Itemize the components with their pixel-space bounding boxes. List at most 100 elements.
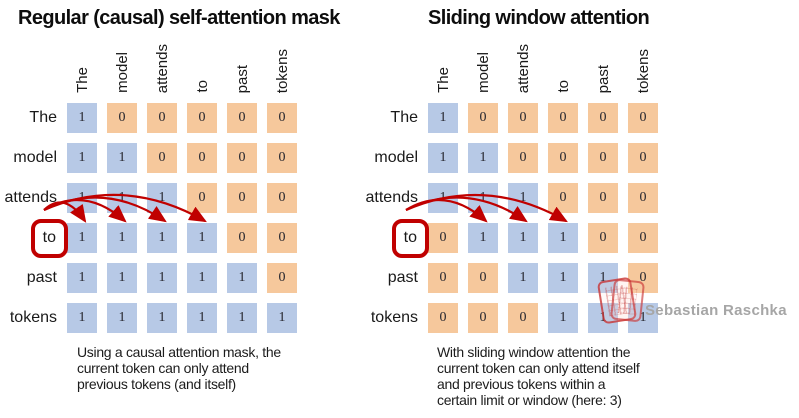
matrix-cell: 0 <box>267 223 297 253</box>
matrix-cell: 1 <box>147 183 177 213</box>
row-label: to <box>5 218 68 258</box>
panel-sliding-window-attention: Sliding window attention The model attends… <box>360 0 799 418</box>
panel-caption: Using a causal attention mask, the curre… <box>77 344 281 392</box>
row-label-text: tokens <box>370 309 418 326</box>
column-header-label: model <box>474 52 492 93</box>
column-header-label: past <box>594 64 612 93</box>
matrix-cell: 1 <box>227 263 257 293</box>
matrix-cell: 1 <box>548 223 578 253</box>
row-label-text: tokens <box>9 309 57 326</box>
matrix-cell: 1 <box>67 223 97 253</box>
row-label: tokens <box>366 303 418 333</box>
matrix-cell: 0 <box>267 183 297 213</box>
matrix-cell: 1 <box>548 263 578 293</box>
matrix-cell: 1 <box>428 103 458 133</box>
matrix-cell: 0 <box>508 103 538 133</box>
matrix-cell: 0 <box>588 143 618 173</box>
matrix-cell: 1 <box>67 143 97 173</box>
matrix-cell: 0 <box>147 103 177 133</box>
matrix-cell: 0 <box>107 103 137 133</box>
column-header-label: attends <box>514 43 532 93</box>
matrix-cell: 1 <box>67 183 97 213</box>
column-header: tokens <box>628 41 658 93</box>
watermark-author: Sebastian Raschka <box>645 302 787 319</box>
matrix-cell: 1 <box>548 303 578 333</box>
matrix-cell: 0 <box>187 183 217 213</box>
matrix-cell: 0 <box>147 143 177 173</box>
highlighted-token-box: to <box>30 218 68 258</box>
matrix-cell: 1 <box>107 143 137 173</box>
matrix-cell: 0 <box>628 143 658 173</box>
column-header-label: tokens <box>273 48 291 93</box>
panel-title: Sliding window attention <box>428 7 650 29</box>
matrix-cell: 1 <box>468 223 498 253</box>
row-label: attends <box>366 183 418 213</box>
matrix-cell: 0 <box>548 183 578 213</box>
row-label: past <box>5 263 57 293</box>
matrix-cell: 0 <box>588 223 618 253</box>
matrix-cell: 0 <box>187 143 217 173</box>
column-header: The <box>428 41 458 93</box>
panel-causal-attention: Regular (causal) self-attention mask The… <box>5 7 341 392</box>
row-label: model <box>5 143 57 173</box>
matrix-cell: 1 <box>187 263 217 293</box>
row-label-text: attends <box>365 189 418 206</box>
row-label: to <box>366 218 429 258</box>
matrix-corner <box>5 41 57 93</box>
matrix-cell: 0 <box>508 143 538 173</box>
matrix-cell: 0 <box>227 103 257 133</box>
matrix-cell: 0 <box>628 103 658 133</box>
column-header: The <box>67 41 97 93</box>
column-header: tokens <box>267 41 297 93</box>
matrix-cell: 0 <box>227 183 257 213</box>
matrix-cell: 0 <box>428 223 458 253</box>
matrix-cell: 1 <box>508 223 538 253</box>
matrix-cell: 1 <box>428 183 458 213</box>
matrix-cell: 1 <box>428 143 458 173</box>
column-header: to <box>548 41 578 93</box>
row-label-text: The <box>29 109 57 126</box>
column-header-label: to <box>193 80 211 93</box>
column-header: past <box>588 41 618 93</box>
stamp-glyphs <box>617 286 638 315</box>
matrix-cell: 0 <box>588 183 618 213</box>
matrix-cell: 0 <box>428 263 458 293</box>
column-header: attends <box>508 41 538 93</box>
matrix-cell: 1 <box>67 103 97 133</box>
matrix-cell: 1 <box>588 303 618 333</box>
row-label: tokens <box>5 303 57 333</box>
matrix-cell: 1 <box>67 263 97 293</box>
matrix-cell: 0 <box>267 103 297 133</box>
row-label: model <box>366 143 418 173</box>
matrix-cell: 0 <box>628 223 658 253</box>
column-header: attends <box>147 41 177 93</box>
matrix-cell: 0 <box>588 103 618 133</box>
matrix-cell: 1 <box>147 303 177 333</box>
matrix-cell: 1 <box>147 223 177 253</box>
matrix-cell: 1 <box>628 303 658 333</box>
matrix-cell: 0 <box>468 303 498 333</box>
row-label-text: The <box>390 109 418 126</box>
panel-title: Regular (causal) self-attention mask <box>18 7 340 29</box>
column-header-label: past <box>233 64 251 93</box>
stamp-square-front <box>609 278 646 323</box>
column-header: model <box>107 41 137 93</box>
matrix-cell: 1 <box>508 263 538 293</box>
matrix-cell: 0 <box>227 223 257 253</box>
row-label: The <box>5 103 57 133</box>
row-label-text: past <box>26 269 57 286</box>
matrix-corner <box>366 41 418 93</box>
matrix-cell: 1 <box>107 303 137 333</box>
matrix-cell: 1 <box>187 303 217 333</box>
matrix-cell: 0 <box>628 263 658 293</box>
column-header-label: attends <box>153 43 171 93</box>
matrix-cell: 0 <box>548 143 578 173</box>
column-header-label: The <box>73 67 91 93</box>
matrix-cell: 0 <box>628 183 658 213</box>
matrix-cell: 0 <box>468 263 498 293</box>
column-header-label: tokens <box>634 48 652 93</box>
matrix-cell: 0 <box>227 143 257 173</box>
matrix-cell: 1 <box>468 143 498 173</box>
